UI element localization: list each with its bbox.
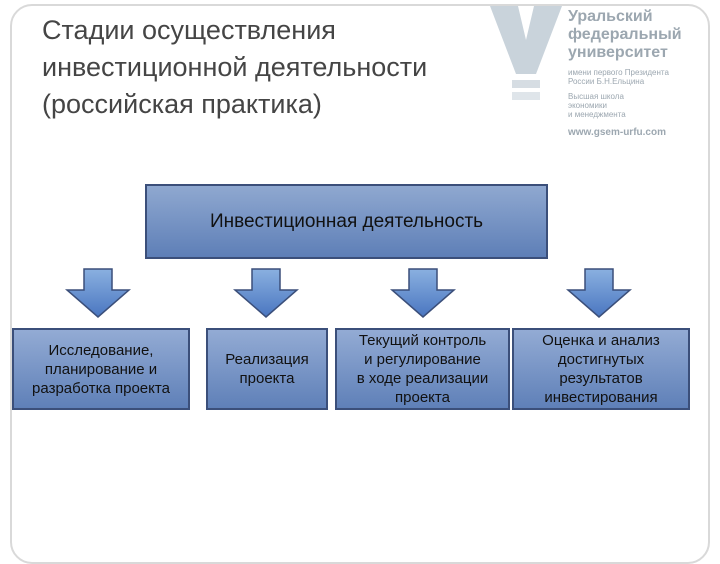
down-arrow-icon: [65, 268, 131, 318]
slide-title-line: Стадии осуществления: [42, 15, 336, 45]
logo-school-line: Высшая школа: [568, 92, 624, 101]
logo-name-line: Уральский: [568, 8, 653, 25]
stage-label: Текущий контроль и регулирование в ходе …: [356, 332, 489, 406]
logo-school-line: экономики: [568, 101, 607, 110]
stage-box-monitoring-control: Текущий контроль и регулирование в ходе …: [335, 328, 510, 410]
down-arrow-icon: [390, 268, 456, 318]
root-node-label: Инвестиционная деятельность: [209, 210, 484, 232]
university-logo: Уральский федеральный университет имени …: [490, 6, 715, 146]
logo-url: www.gsem-urfu.com: [568, 127, 666, 138]
logo-name-line: федеральный: [568, 26, 682, 43]
stage-box-research-planning: Исследование, планирование и разработка …: [12, 328, 190, 410]
down-arrow-icon: [233, 268, 299, 318]
logo-name-line: университет: [568, 44, 668, 61]
slide-title-line: инвестиционной деятельности: [42, 52, 428, 82]
slide-title: Стадии осуществления инвестиционной деят…: [42, 12, 562, 123]
stage-box-implementation: Реализация проекта: [206, 328, 328, 410]
stage-box-evaluation-analysis: Оценка и анализ достигнутых результатов …: [512, 328, 690, 410]
stage-label: Реализация проекта: [225, 351, 309, 387]
stage-label: Оценка и анализ достигнутых результатов …: [542, 332, 660, 406]
slide-title-line: (российская практика): [42, 89, 322, 119]
stage-label: Исследование, планирование и разработка …: [32, 341, 170, 397]
root-node-investment-activity: Инвестиционная деятельность: [145, 184, 548, 259]
logo-school-line: и менеджмента: [568, 110, 626, 119]
logo-text: Уральский федеральный университет имени …: [568, 8, 682, 138]
down-arrow-icon: [566, 268, 632, 318]
logo-subtitle-line: России Б.Н.Ельцина: [568, 77, 645, 86]
ural-federal-university-logo-icon: [490, 6, 562, 100]
logo-subtitle-line: имени первого Президента: [568, 68, 669, 77]
